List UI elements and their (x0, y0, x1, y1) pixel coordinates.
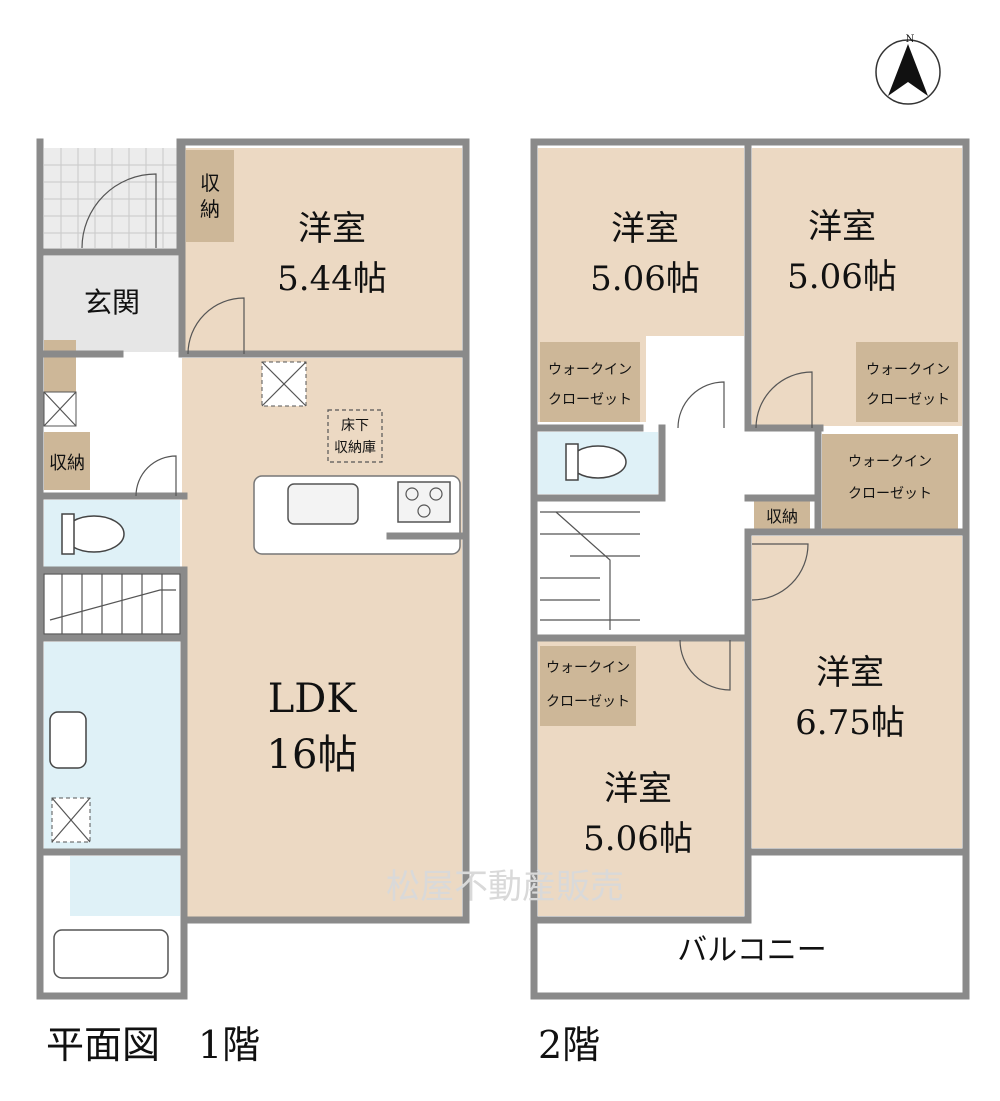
f2-wic-d-line1: ウォークイン (546, 660, 630, 676)
f2-wic-a-line2: クローゼット (548, 392, 632, 408)
floor2-plan (530, 138, 970, 1000)
f2-room-b-size: 5.06帖 (787, 257, 897, 297)
f2-room-d-size: 5.06帖 (583, 819, 693, 859)
f1-storage-side-label: 収納 (49, 453, 85, 474)
f1-storage-small-2: 納 (200, 197, 220, 221)
floor1-plan (36, 138, 470, 1000)
f2-storage-label: 収納 (766, 507, 798, 526)
f2-room-a-size: 5.06帖 (590, 259, 700, 299)
f2-room-d-name: 洋室 (604, 769, 672, 809)
f2-room-c-size: 6.75帖 (795, 703, 905, 743)
f2-wic-d-line2: クローゼット (546, 694, 630, 710)
f2-wic-c-line1: ウォークイン (848, 454, 932, 470)
f2-wic-b-line2: クローゼット (866, 392, 950, 408)
floor1-caption: 平面図 1階 (46, 1023, 260, 1067)
f2-room-a-name: 洋室 (611, 209, 679, 249)
f1-underfloor-label-2: 収納庫 (334, 439, 376, 456)
f1-storage-small-1: 収 (200, 171, 220, 195)
f2-balcony-label: バルコニー (677, 933, 826, 968)
north-label: N (906, 34, 915, 45)
f1-bedroom-name: 洋室 (298, 209, 366, 249)
f1-ldk-size: 16帖 (267, 732, 358, 778)
f2-room-c-name: 洋室 (816, 653, 884, 693)
f2-room-b-name: 洋室 (808, 207, 876, 247)
f2-wic-c-line2: クローゼット (848, 486, 932, 502)
f1-ldk-name: LDK (268, 676, 358, 722)
f1-entrance-label: 玄関 (84, 286, 140, 319)
watermark: 松屋不動産販売 (386, 867, 624, 907)
f1-bedroom-size: 5.44帖 (277, 259, 387, 299)
floor2-caption: 2階 (538, 1023, 600, 1067)
north-arrow-icon (875, 39, 941, 105)
f1-underfloor-label-1: 床下 (341, 418, 369, 434)
f2-wic-a-line1: ウォークイン (548, 362, 632, 378)
f2-wic-b-line1: ウォークイン (866, 362, 950, 378)
